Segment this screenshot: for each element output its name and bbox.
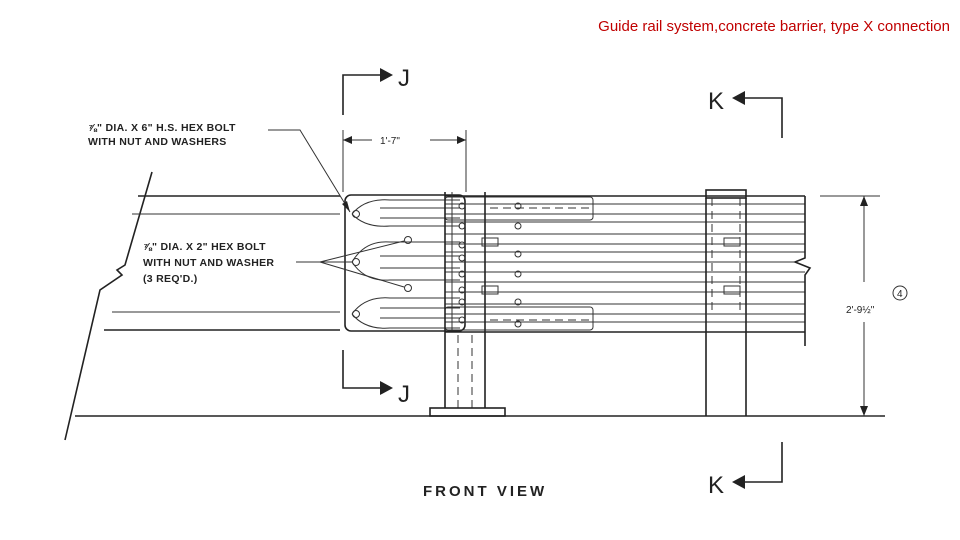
section-arrow-j-top: J [342, 65, 410, 115]
note-hs-line-1: ⅞" DIA. X 6" H.S. HEX BOLT [88, 122, 236, 134]
callout-number: 4 [897, 289, 903, 300]
thrie-beam-rail [445, 195, 812, 346]
callout-circle [892, 285, 908, 301]
note-hex-bolt: ⅞" DIA. X 2" HEX BOLT WITH NUT AND WASHE… [143, 240, 405, 288]
section-arrow-k-top: K [708, 88, 783, 138]
post-base-plate [429, 407, 506, 417]
section-label-k-bottom: K [708, 472, 724, 499]
barrier-break-line [64, 171, 153, 441]
section-arrow-k-bottom: K [708, 442, 783, 499]
rail-end-corrugation [351, 297, 460, 329]
dimension-height: 2'-9½" 4 [820, 195, 908, 417]
drawing-caption: FRONT VIEW [423, 483, 547, 500]
note-hex-line-1: ⅞" DIA. X 2" HEX BOLT [143, 241, 266, 253]
connection-plate [344, 194, 466, 332]
post-left [429, 192, 506, 417]
dimension-label-top: 1'-7" [380, 136, 400, 147]
note-hs-line-2: WITH NUT AND WASHERS [88, 136, 227, 148]
section-label-k-top: K [708, 88, 724, 115]
post-cap [705, 189, 747, 199]
rail-end-corrugation [351, 199, 460, 227]
section-arrow-j-bottom: J [342, 350, 410, 408]
dimension-top: 1'-7" [342, 130, 467, 192]
note-hex-line-3: (3 REQ'D.) [143, 273, 198, 285]
bolts [352, 202, 741, 328]
section-label-j-bottom: J [398, 381, 410, 408]
dimension-label-height: 2'-9½" [846, 305, 875, 316]
slide-title: Guide rail system,concrete barrier, type… [598, 18, 950, 35]
post-right [705, 189, 747, 416]
rail-end-corrugation [351, 241, 460, 281]
note-hs-hex-bolt: ⅞" DIA. X 6" H.S. HEX BOLT WITH NUT AND … [88, 122, 351, 213]
section-label-j-top: J [398, 65, 410, 92]
note-hex-line-2: WITH NUT AND WASHER [143, 257, 274, 269]
